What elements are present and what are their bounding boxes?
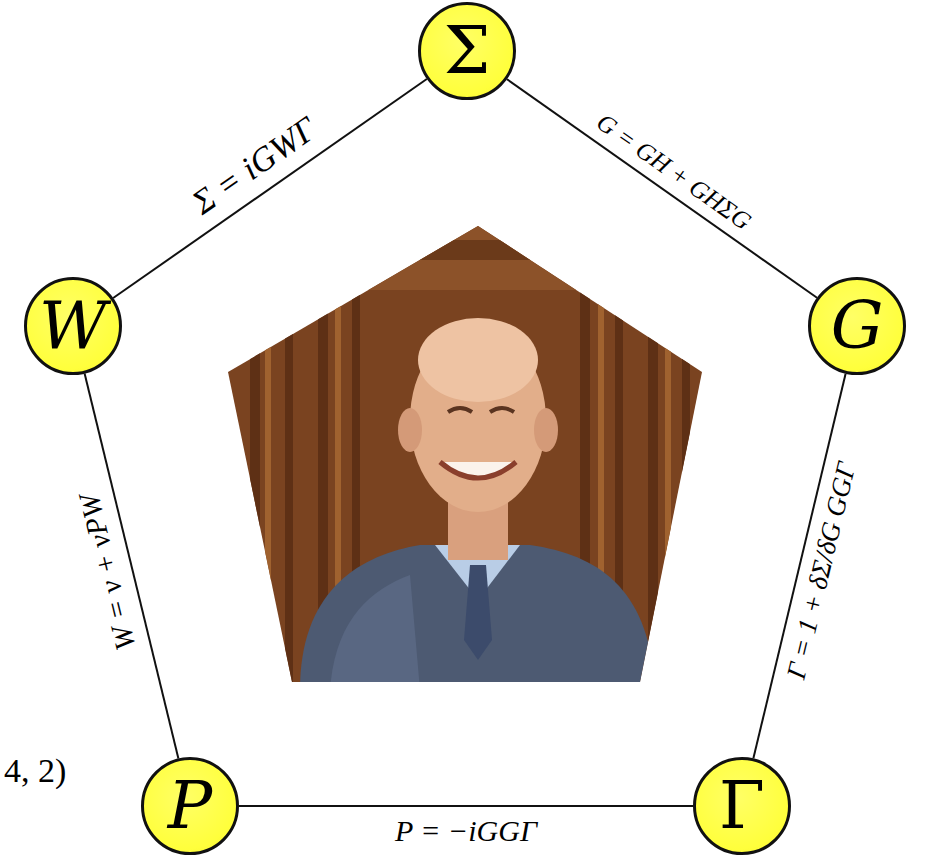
equation-label: P = −iGGΓ <box>392 814 540 847</box>
equation-label: Σ = iGWΓ <box>182 108 325 223</box>
equation-label: W = v + vPW <box>73 487 143 656</box>
equation-number: 4, 2) <box>4 752 66 789</box>
yellow-circle-node: Γ <box>693 757 791 855</box>
node-symbol: Σ <box>444 18 491 84</box>
yellow-circle-node: G <box>808 277 906 375</box>
pentagon-edge <box>113 79 427 298</box>
node-symbol: P <box>168 773 212 839</box>
yellow-circle-node: Σ <box>418 2 516 100</box>
equation-label: Γ = 1 + δΣ/δG GGΓ <box>781 457 863 685</box>
yellow-circle-node: W <box>24 277 122 375</box>
equation-label: G = GH + GHΣG <box>589 107 758 238</box>
photo-content <box>220 220 710 690</box>
node-symbol: Γ <box>719 773 765 839</box>
node-symbol: G <box>831 293 884 359</box>
pentagon-edge <box>239 805 693 807</box>
yellow-circle-node: P <box>141 757 239 855</box>
node-symbol: W <box>39 293 107 359</box>
pentagon-edge <box>507 79 817 298</box>
